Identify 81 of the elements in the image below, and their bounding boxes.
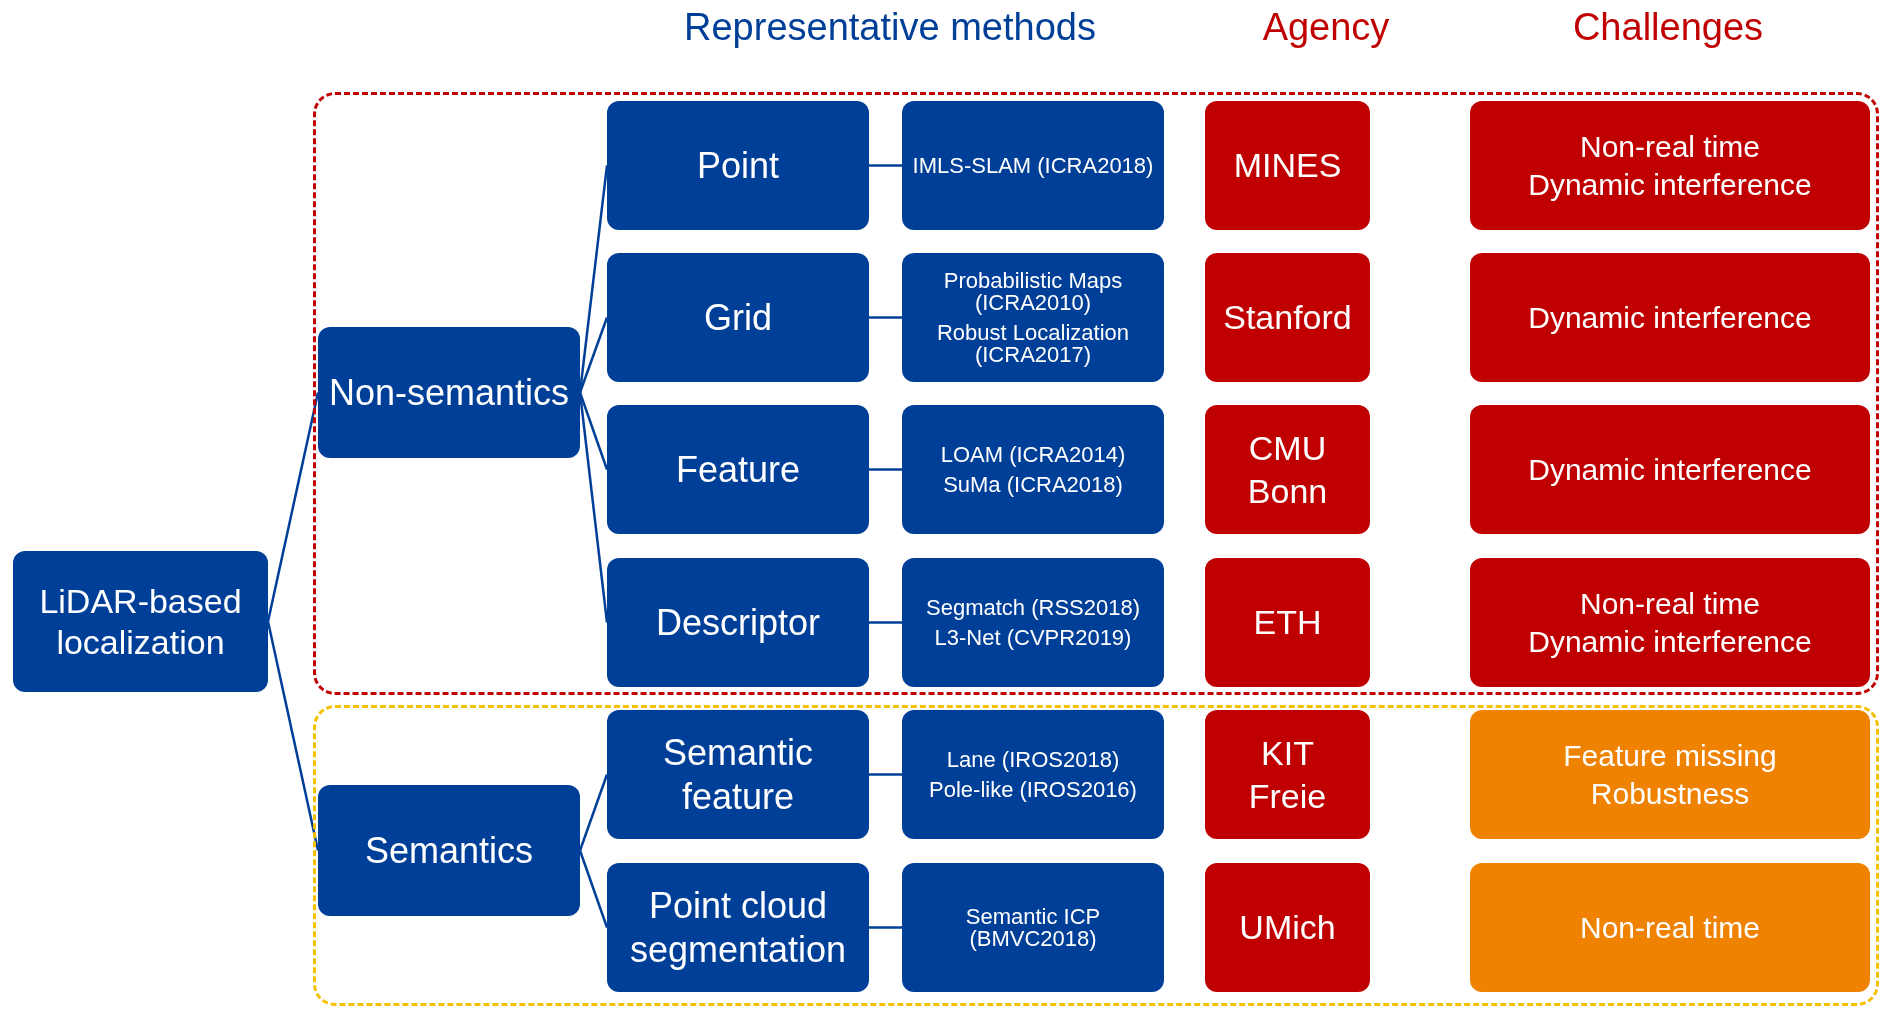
- column-heading: Challenges: [1572, 6, 1764, 49]
- challenge-box: [1470, 710, 1870, 839]
- category-box: [318, 327, 580, 458]
- agency-box: [1205, 558, 1370, 687]
- node-text: Semantic feature: [661, 731, 815, 818]
- node-text: MINES: [1233, 145, 1342, 186]
- connector-line: [578, 392, 609, 623]
- method-box: [902, 558, 1164, 687]
- node-text: KIT: [1261, 732, 1314, 774]
- connector-line: [869, 926, 902, 929]
- node-text: Dynamic interference: [1528, 166, 1812, 203]
- connector-line: [869, 621, 902, 624]
- node-text: Point cloud segmentation: [628, 884, 848, 971]
- node-text: IMLS-SLAM (ICRA2018): [912, 154, 1154, 177]
- node-text: Grid: [704, 295, 772, 340]
- method-box: [902, 405, 1164, 534]
- node-text: LiDAR-based localization: [38, 580, 243, 663]
- connector-line: [869, 316, 902, 319]
- node-text: LOAM (ICRA2014): [940, 443, 1126, 466]
- node-text: Stanford: [1223, 297, 1352, 338]
- node-text: Semantics: [364, 828, 534, 873]
- connector-line: [578, 774, 609, 851]
- node-text: Robust Localization (ICRA2017): [936, 321, 1130, 366]
- node-text: Probabilistic Maps (ICRA2010): [942, 269, 1124, 314]
- connector-line: [266, 392, 320, 622]
- node-text: UMich: [1239, 907, 1336, 948]
- node-text: Pole-like (IROS2016): [929, 778, 1137, 801]
- node-text: Point: [696, 143, 780, 188]
- category-box: [607, 253, 869, 382]
- node-text: Lane (IROS2018): [946, 748, 1120, 771]
- node-text: Non-semantics: [328, 370, 570, 415]
- connector-line: [578, 850, 609, 928]
- node-text: SuMa (ICRA2018): [943, 473, 1123, 496]
- node-text: Bonn: [1247, 470, 1328, 512]
- challenge-box: [1470, 405, 1870, 534]
- agency-box: [1205, 253, 1370, 382]
- dashed-group-frame: [313, 92, 1879, 695]
- node-text: Non-real time: [1579, 585, 1761, 622]
- connector-line: [578, 392, 609, 470]
- node-text: L3-Net (CVPR2019): [934, 626, 1132, 649]
- category-box: [607, 710, 869, 839]
- connector-line: [869, 468, 902, 471]
- method-box: [902, 710, 1164, 839]
- dashed-group-frame: [313, 705, 1879, 1006]
- title-box: [13, 551, 268, 692]
- connector-line: [266, 621, 320, 851]
- node-text: Feature: [675, 447, 801, 492]
- connector-line: [869, 164, 902, 167]
- column-heading: Agency: [1262, 6, 1390, 49]
- challenge-box: [1470, 253, 1870, 382]
- agency-box: [1205, 405, 1370, 534]
- agency-box: [1205, 101, 1370, 230]
- node-text: Robustness: [1590, 775, 1750, 812]
- column-heading: Representative methods: [684, 6, 1096, 49]
- node-text: ETH: [1253, 602, 1322, 643]
- method-box: [902, 101, 1164, 230]
- challenge-box: [1470, 863, 1870, 992]
- method-box: [902, 863, 1164, 992]
- category-box: [607, 405, 869, 534]
- category-box: [318, 785, 580, 916]
- challenge-box: [1470, 558, 1870, 687]
- node-text: Freie: [1248, 775, 1327, 817]
- challenge-box: [1470, 101, 1870, 230]
- agency-box: [1205, 863, 1370, 992]
- category-box: [607, 863, 869, 992]
- node-text: Dynamic interference: [1528, 451, 1812, 488]
- category-box: [607, 558, 869, 687]
- category-box: [607, 101, 869, 230]
- connector-line: [869, 773, 902, 776]
- node-text: Non-real time: [1579, 909, 1761, 946]
- node-text: Descriptor: [655, 600, 820, 645]
- node-text: Dynamic interference: [1528, 299, 1812, 336]
- method-box: [902, 253, 1164, 382]
- node-text: Feature missing: [1563, 737, 1777, 774]
- node-text: Semantic ICP (BMVC2018): [964, 905, 1102, 950]
- connector-line: [578, 317, 609, 393]
- node-text: Non-real time: [1579, 128, 1761, 165]
- node-text: Segmatch (RSS2018): [926, 596, 1140, 619]
- node-text: Dynamic interference: [1528, 623, 1812, 660]
- node-text: CMU: [1248, 427, 1327, 469]
- agency-box: [1205, 710, 1370, 839]
